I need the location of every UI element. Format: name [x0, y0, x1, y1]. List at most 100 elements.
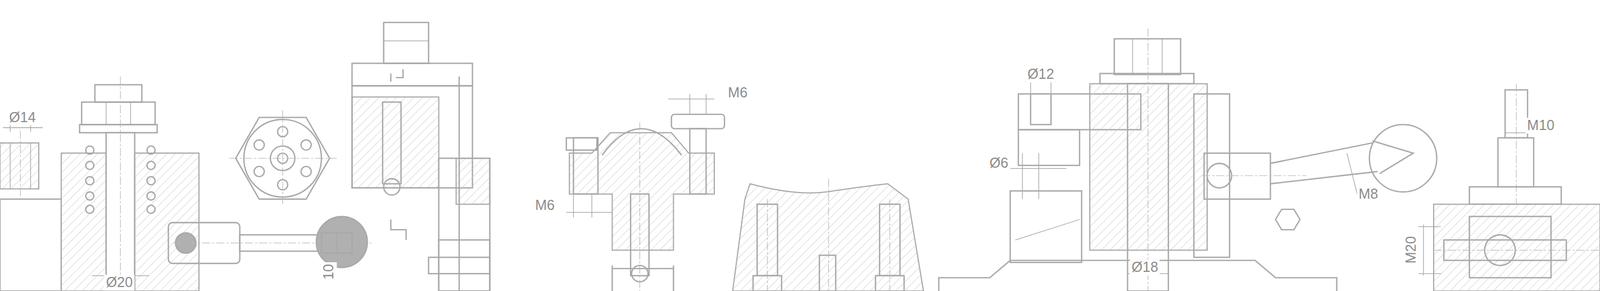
main-fixture-part [1202, 174, 1307, 176]
clamp-assembly-left-part [85, 191, 95, 201]
main-fixture-part [1147, 28, 1149, 291]
clamp-block-part [573, 137, 598, 194]
right-fixture-part [1418, 273, 1441, 274]
block-fixture-part [383, 178, 401, 195]
clamp-assembly-left-part [79, 124, 158, 133]
main-fixture-part [1018, 129, 1080, 165]
stud-block-part [732, 183, 924, 291]
dimension-label: M10 [1525, 117, 1557, 134]
right-fixture-part [1469, 186, 1562, 205]
main-fixture-part [1089, 83, 1208, 251]
clamp-assembly-left-part [94, 84, 143, 103]
flange-view-part [301, 139, 312, 151]
main-fixture-part [1114, 38, 1181, 75]
dimension-label: M6 [726, 84, 750, 101]
main-fixture-part [1204, 152, 1271, 199]
stud-block [732, 178, 924, 291]
stud-block-part [828, 178, 829, 291]
clamp-block-part [671, 114, 725, 129]
main-fixture-part [1015, 219, 1080, 240]
block-fixture-part [351, 96, 439, 188]
clamp-assembly-left-part [146, 205, 156, 214]
clamp-assembly-left-part [85, 161, 95, 170]
dimension-label: Ø14 [7, 109, 38, 126]
block-fixture-part [390, 219, 406, 240]
clamp-assembly-left-part [134, 274, 149, 276]
clamp-assembly-left [0, 76, 373, 291]
block-fixture [351, 22, 490, 291]
main-fixture-part [1010, 168, 1067, 169]
right-fixture-part [1469, 216, 1552, 278]
stud-block-part [819, 255, 836, 291]
clamp-assembly-left-part [146, 191, 156, 201]
dimension-label: Ø12 [1025, 66, 1056, 83]
right-fixture-part [1433, 249, 1600, 251]
flange-view-part [301, 166, 312, 177]
right-fixture-part [1418, 225, 1441, 227]
clamp-block-part [705, 93, 707, 115]
stud-block-part [767, 198, 768, 291]
dimension-label: 10 [320, 261, 337, 281]
clamp-assembly-left-part [321, 232, 352, 253]
clamp-block-part [573, 193, 574, 218]
clamp-block [566, 93, 725, 291]
clamp-assembly-left-part [120, 76, 121, 291]
clamp-assembly-left-part [146, 161, 156, 170]
clamp-assembly-left-part [0, 198, 62, 291]
dimension-label: Ø18 [1130, 259, 1160, 276]
clamp-block-part [689, 93, 691, 115]
block-fixture-part [458, 76, 460, 291]
main-fixture-part [1372, 140, 1414, 174]
clamp-assembly-left-part [2, 127, 43, 128]
clamp-assembly-left-part [105, 101, 107, 125]
block-fixture-part [456, 157, 491, 205]
right-fixture-part [1422, 224, 1424, 276]
clamp-assembly-left-part [85, 176, 95, 185]
clamp-block-part [591, 193, 592, 218]
clamp-block-part [566, 137, 597, 151]
main-fixture-part [1022, 152, 1023, 199]
block-fixture-part [390, 69, 403, 82]
main-fixture-part [1275, 209, 1301, 230]
dimension-label: Ø6 [987, 155, 1010, 171]
clamp-assembly-left-part [61, 152, 107, 291]
flange-view-part [282, 110, 283, 207]
stud-block-part [889, 198, 891, 291]
clamp-assembly-left-part [336, 232, 338, 253]
clamp-assembly-left-part [130, 101, 131, 125]
block-fixture-part [351, 62, 473, 86]
clamp-assembly-left-part [20, 130, 21, 199]
main-fixture-part [1270, 142, 1379, 184]
clamp-block-part [639, 122, 641, 291]
clamp-assembly-left-part [81, 101, 156, 125]
dimension-label: M20 [1403, 234, 1420, 266]
flange-view [229, 110, 338, 207]
right-fixture-part [1516, 83, 1517, 205]
block-fixture-part [382, 101, 402, 184]
main-fixture-part [1347, 152, 1358, 194]
right-fixture-part [1433, 204, 1600, 291]
block-fixture-part [438, 239, 491, 291]
main-fixture-part [1099, 73, 1194, 84]
block-fixture-part [383, 40, 429, 42]
clamp-assembly-left-part [10, 142, 11, 189]
dimension-label: Ø20 [104, 274, 135, 291]
flange-view-part [254, 139, 265, 151]
clamp-block-part [612, 265, 674, 291]
clamp-block-part [601, 128, 682, 156]
main-fixture-part [1010, 190, 1082, 262]
clamp-assembly-left-part [85, 145, 95, 154]
flange-view-part [229, 157, 338, 159]
clamp-assembly-left-part [85, 205, 95, 214]
block-fixture-part [351, 85, 473, 188]
main-fixture-part [1038, 152, 1040, 199]
clamp-block-part [668, 98, 715, 99]
block-fixture-part [438, 157, 491, 291]
clamp-block-part [689, 128, 706, 194]
main-fixture-part [1161, 38, 1163, 75]
main-fixture-part [1369, 124, 1438, 192]
clamp-assembly-left-part [30, 142, 31, 189]
